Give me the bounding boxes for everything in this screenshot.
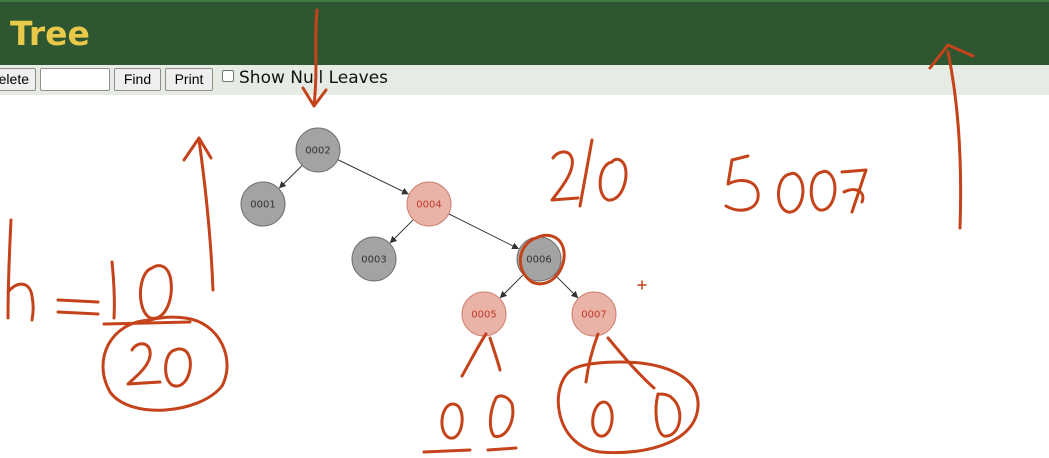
- show-null-leaves-checkbox[interactable]: [222, 70, 234, 82]
- tree-node-label: 0003: [361, 255, 386, 266]
- page-title: Tree: [10, 14, 90, 53]
- tree-edge-0006-0007: [554, 274, 579, 299]
- tree-node-label: 0007: [581, 310, 606, 321]
- tree-edge-0002-0001: [278, 165, 303, 189]
- tree-node-circle: [240, 181, 286, 227]
- tree-node-0001[interactable]: 0001: [240, 181, 286, 227]
- delete-button[interactable]: elete: [0, 68, 36, 91]
- tree-edge-0006-0005: [499, 274, 524, 299]
- tree-node-label: 0001: [250, 200, 275, 211]
- tree-node-0007[interactable]: 0007: [571, 291, 617, 337]
- print-button[interactable]: Print: [165, 68, 213, 91]
- tree-edge-0002-0004: [337, 159, 409, 195]
- tree-edge-0004-0006: [448, 213, 520, 250]
- tree-nodes: 0002 0001 0004 0003 0006 0005 0007: [240, 127, 617, 337]
- tree-node-0005[interactable]: 0005: [461, 291, 507, 337]
- tree-node-0003[interactable]: 0003: [351, 236, 397, 282]
- tree-node-label: 0002: [305, 146, 330, 157]
- tree-node-circle: [351, 236, 397, 282]
- tree-node-label: 0005: [471, 310, 496, 321]
- tree-edge-0004-0003: [389, 219, 414, 244]
- tree-node-label: 0004: [416, 200, 441, 211]
- app-header: Tree: [0, 0, 1049, 65]
- toolbar: elete Find Print: [0, 65, 1049, 95]
- tree-node-label: 0006: [526, 255, 551, 266]
- tree-node-circle: [295, 127, 341, 173]
- tree-node-circle: [406, 181, 452, 227]
- tree-node-0004[interactable]: 0004: [406, 181, 452, 227]
- tree-node-0002[interactable]: 0002: [295, 127, 341, 173]
- find-button[interactable]: Find: [114, 68, 161, 91]
- tree-node-0006[interactable]: 0006: [516, 236, 562, 282]
- find-input[interactable]: [40, 68, 110, 91]
